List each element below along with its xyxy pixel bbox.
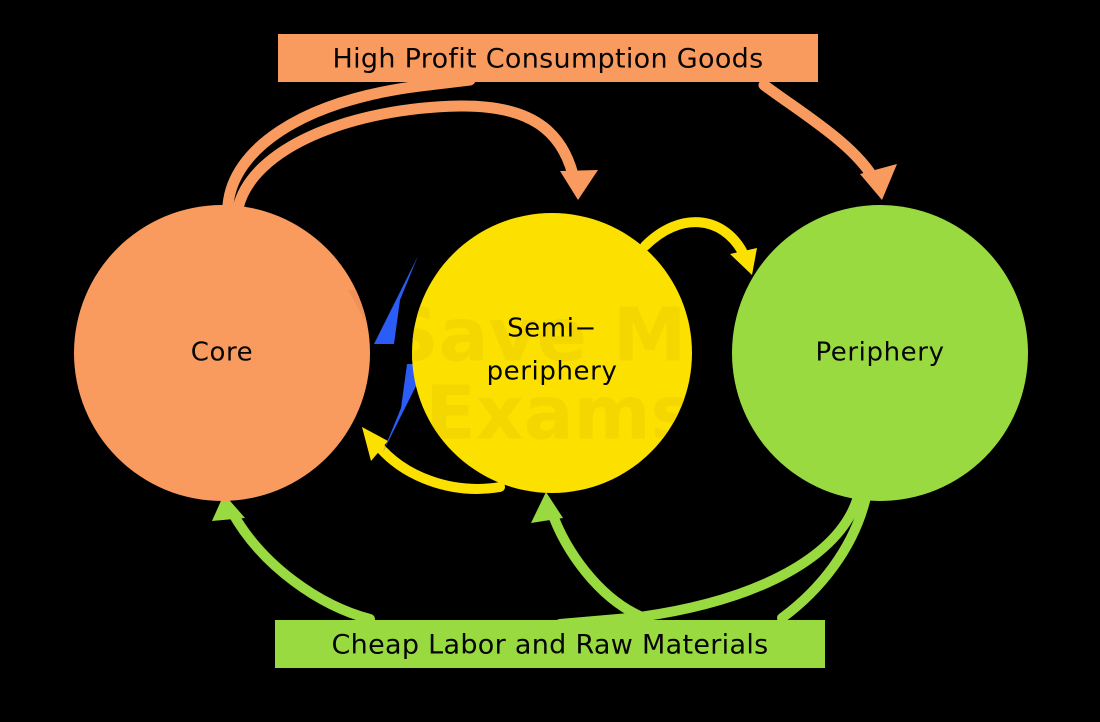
- box-cheap-labor-and-raw-materials[interactable]: Cheap Labor and Raw Materials: [275, 620, 825, 668]
- node-periphery-label: Periphery: [815, 338, 944, 368]
- flow-bottom-label-to-semi-periphery: [546, 505, 645, 621]
- flow-group-high-profit-goods: [222, 74, 897, 214]
- node-core-shape[interactable]: [74, 205, 370, 501]
- arrowhead-bottom-label-to-core: [212, 494, 245, 521]
- flow-periphery-to-bottom-label-inner: [777, 492, 871, 623]
- watermark-line-1: Save My: [385, 293, 734, 379]
- arrowhead-semi-periphery-to-periphery: [730, 248, 757, 275]
- watermark-line-1: Save My: [385, 293, 734, 379]
- node-core-label: Core: [191, 338, 254, 368]
- node-periphery[interactable]: Save My Exams Periphery: [385, 205, 1028, 501]
- node-semi-periphery-shape[interactable]: [412, 213, 692, 493]
- watermark-on-semi-periphery: Save My Exams: [385, 290, 734, 457]
- flow-group-cheap-labor: [212, 492, 871, 629]
- box-high-profit-shape[interactable]: [278, 34, 818, 82]
- flow-periphery-to-bottom-label-outer: [555, 492, 863, 629]
- flow-semi-periphery-to-core: [371, 438, 505, 494]
- box-high-profit-consumption-goods[interactable]: High Profit Consumption Goods: [278, 34, 818, 82]
- flow-semi-periphery-to-periphery: [640, 217, 747, 256]
- box-high-profit-label: High Profit Consumption Goods: [333, 44, 764, 75]
- flow-top-label-to-semi-periphery: [232, 100, 581, 214]
- node-semi-periphery[interactable]: Save My Exams Semi− periphery: [348, 213, 735, 493]
- watermark-line-2: Exams: [425, 371, 694, 457]
- watermark-on-periphery: Save My Exams: [385, 293, 735, 379]
- node-semi-periphery-label-line2: periphery: [487, 357, 618, 387]
- node-semi-periphery-label-line1: Semi−: [507, 314, 597, 344]
- arrowhead-semi-periphery-to-core: [362, 427, 388, 461]
- box-cheap-labor-label: Cheap Labor and Raw Materials: [332, 630, 769, 661]
- flow-top-label-to-periphery: [758, 79, 881, 187]
- arrowhead-blue-upper: [374, 256, 418, 344]
- arrowhead-bottom-label-to-semi-periphery: [531, 492, 563, 523]
- flow-core-to-top-label: [222, 74, 476, 211]
- box-cheap-labor-shape[interactable]: [275, 620, 825, 668]
- flow-bottom-label-to-core: [227, 507, 375, 624]
- node-periphery-shape[interactable]: [732, 205, 1028, 501]
- flow-group-yellow-exchange: [362, 217, 757, 494]
- arrowhead-top-label-to-periphery: [860, 164, 897, 200]
- arrowhead-top-label-to-semi-periphery: [560, 170, 598, 200]
